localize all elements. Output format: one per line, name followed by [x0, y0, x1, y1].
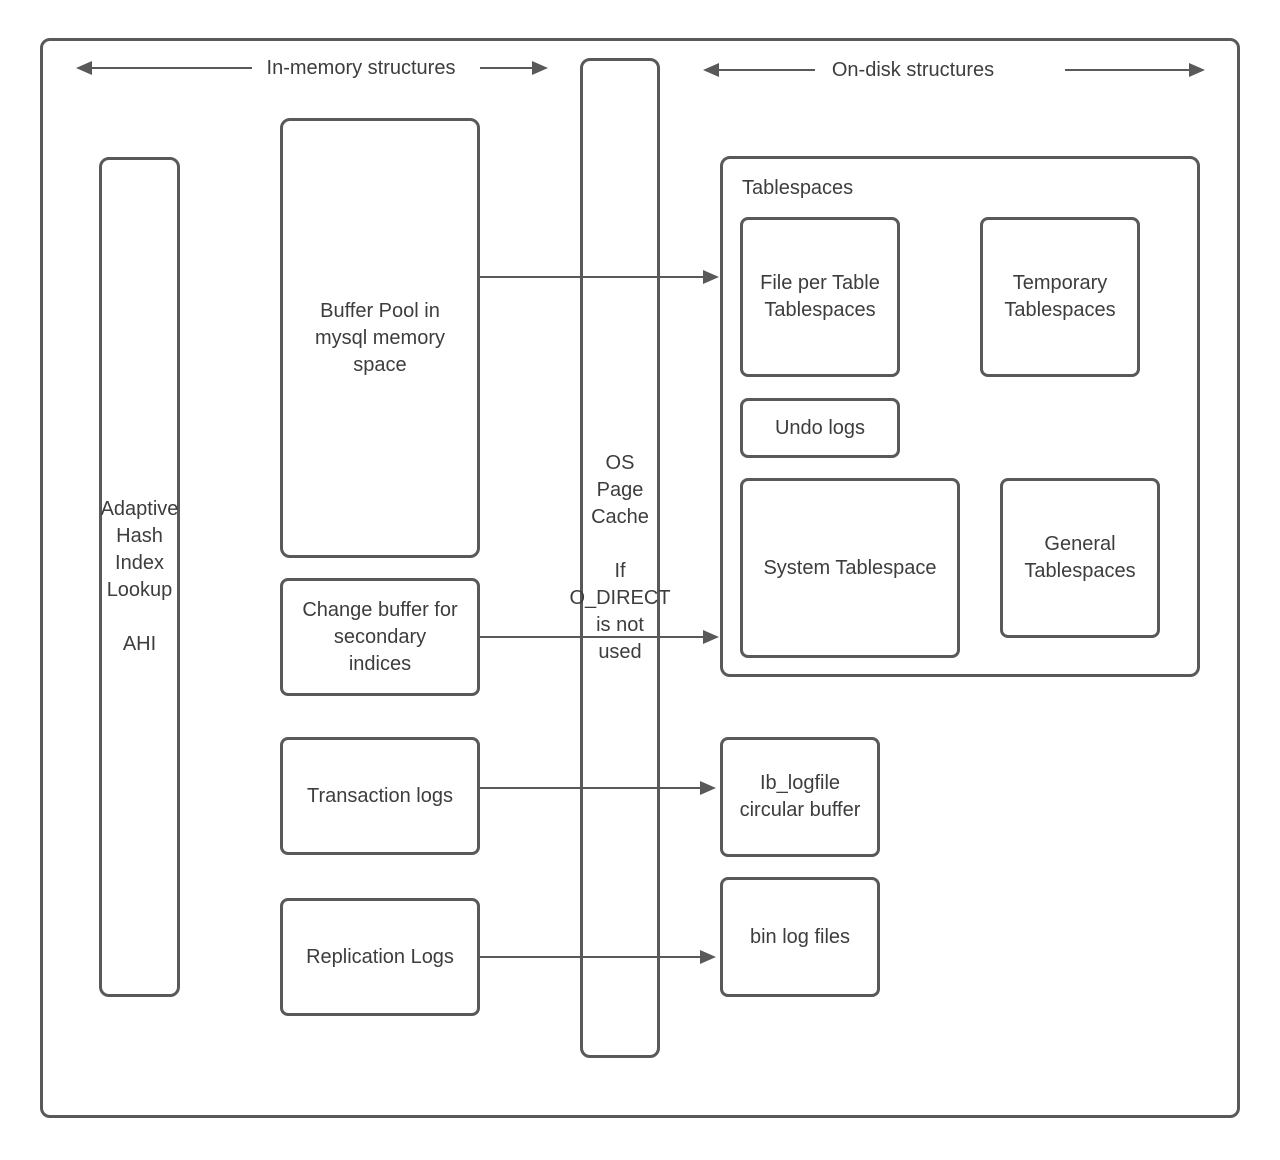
in-memory-left-arrow — [76, 61, 252, 75]
in-memory-right-arrow — [480, 61, 548, 75]
arrow-replication-logs-to-bin-log — [480, 950, 716, 964]
ib-logfile-label: Ib_logfile circular buffer — [739, 772, 861, 821]
transaction-logs-label: Transaction logs — [307, 784, 453, 807]
buffer-pool-label: Buffer Pool in mysql memory space — [314, 299, 445, 376]
bin-log-files-label: bin log files — [749, 925, 851, 948]
system-tablespace-label: System Tablespace — [763, 556, 937, 579]
temporary-tablespaces-label: Temporary Tablespaces — [1004, 272, 1116, 321]
adaptive-hash-index-label: Adaptive Hash Index Lookup — [100, 498, 179, 601]
node-bin-log-files: bin log files — [720, 877, 880, 997]
on-disk-right-arrow — [1065, 63, 1205, 77]
container-tablespaces: Tablespaces File per Table Tablespaces T… — [720, 156, 1200, 677]
node-transaction-logs: Transaction logs — [280, 737, 480, 855]
node-os-page-cache: OS Page Cache If O_DIRECT is not used — [569, 58, 671, 1058]
node-temporary-tablespaces: Temporary Tablespaces — [980, 217, 1140, 377]
general-tablespaces-label: General Tablespaces — [1024, 533, 1136, 582]
arrow-transaction-logs-to-ib-logfile — [480, 781, 716, 795]
node-ib-logfile-buffer: Ib_logfile circular buffer — [720, 737, 880, 857]
undo-logs-label: Undo logs — [774, 416, 866, 439]
tablespaces-label: Tablespaces — [742, 177, 854, 199]
node-buffer-pool: Buffer Pool in mysql memory space — [280, 118, 480, 558]
file-per-table-label: File per Table Tablespaces — [760, 272, 880, 321]
node-change-buffer: Change buffer for secondary indices — [280, 578, 480, 696]
node-replication-logs: Replication Logs — [280, 898, 480, 1016]
on-disk-left-arrow — [703, 63, 815, 77]
on-disk-region-label: On-disk structures — [831, 59, 995, 81]
node-adaptive-hash-index: Adaptive Hash Index Lookup AHI — [99, 157, 180, 997]
node-general-tablespaces: General Tablespaces — [1000, 478, 1160, 638]
os-page-cache-note: If O_DIRECT is not used — [569, 560, 671, 663]
arrow-buffer-pool-to-tablespaces — [480, 270, 719, 284]
node-undo-logs: Undo logs — [740, 398, 900, 458]
change-buffer-label: Change buffer for secondary indices — [302, 598, 458, 675]
adaptive-hash-index-acronym: AHI — [122, 633, 157, 655]
os-page-cache-label: OS Page Cache — [591, 452, 649, 528]
node-file-per-table-tablespaces: File per Table Tablespaces — [740, 217, 900, 377]
node-system-tablespace: System Tablespace — [740, 478, 960, 658]
in-memory-region-label: In-memory structures — [266, 57, 456, 79]
replication-logs-label: Replication Logs — [306, 945, 454, 968]
arrow-change-buffer-to-tablespaces — [480, 630, 719, 644]
